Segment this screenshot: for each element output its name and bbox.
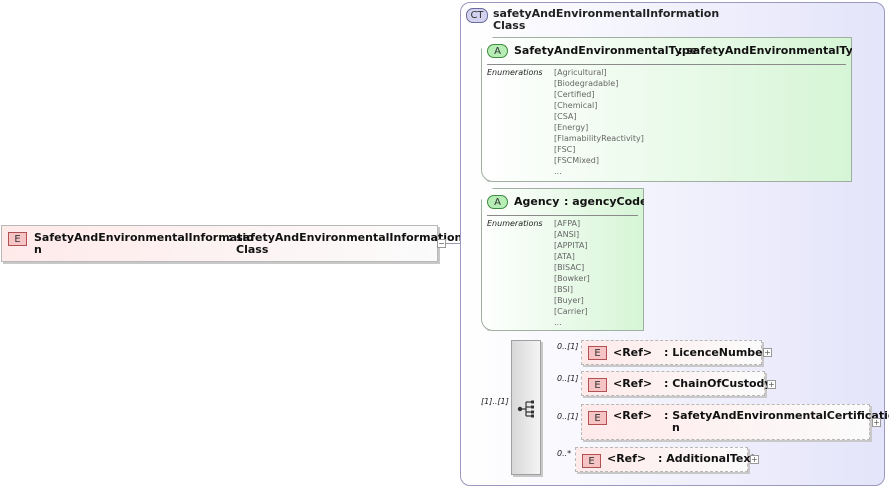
enum-value: [Agricultural] bbox=[554, 68, 607, 77]
element-name: : LicenceNumber bbox=[664, 346, 769, 359]
attribute-name: Agency bbox=[514, 195, 560, 208]
enum-value: [FlamabilityReactivity] bbox=[554, 134, 644, 143]
enum-value: [Carrier] bbox=[554, 307, 588, 316]
attribute-name: SafetyAndEnvironmentalType bbox=[514, 44, 698, 57]
enumerations-label: Enumerations bbox=[487, 68, 543, 77]
connector-root-to-ct bbox=[446, 243, 461, 244]
root-name-line1: SafetyAndEnvironmentalInformatio bbox=[34, 231, 254, 244]
complex-type-badge: CT bbox=[466, 8, 488, 23]
attribute-type: : safetyAndEnvironmentalType bbox=[678, 44, 869, 57]
sequence-compositor[interactable] bbox=[511, 340, 541, 475]
element-badge: E bbox=[582, 454, 601, 468]
child-cardinality: 0..[1] bbox=[557, 412, 579, 421]
element-badge: E bbox=[588, 378, 607, 392]
enum-value: [FSCMixed] bbox=[554, 156, 599, 165]
child-element-chain-of-custody[interactable]: E <Ref> : ChainOfCustody bbox=[581, 371, 772, 396]
enumeration-list: [AFPA] [ANSI] [APPITA] [ATA] [BISAC] [Bo… bbox=[554, 218, 590, 328]
child-cardinality: 0..[1] bbox=[557, 374, 579, 383]
element-name: : SafetyAndEnvironmentalCertificatio n bbox=[664, 410, 889, 434]
complex-type-title: safetyAndEnvironmentalInformation Class bbox=[493, 8, 719, 32]
root-element-type: : safetyAndEnvironmentalInformation Clas… bbox=[228, 232, 462, 256]
ref-label: <Ref> bbox=[607, 452, 647, 465]
expand-icon[interactable]: + bbox=[767, 380, 776, 389]
enumeration-list: [Agricultural] [Biodegradable] [Certifie… bbox=[554, 67, 644, 177]
element-name-line1: : SafetyAndEnvironmentalCertificatio bbox=[664, 409, 889, 422]
element-badge: E bbox=[8, 232, 27, 246]
attribute-divider bbox=[487, 215, 638, 216]
enumerations-label: Enumerations bbox=[487, 219, 543, 228]
child-element-safety-certification[interactable]: E <Ref> : SafetyAndEnvironmentalCertific… bbox=[581, 404, 889, 440]
expand-icon[interactable]: + bbox=[750, 455, 759, 464]
enum-value: [Chemical] bbox=[554, 101, 598, 110]
root-element-name: SafetyAndEnvironmentalInformatio n bbox=[34, 232, 254, 256]
expand-icon[interactable]: + bbox=[763, 348, 772, 357]
sequence-icon bbox=[517, 400, 534, 418]
ref-label: <Ref> bbox=[613, 377, 653, 390]
enum-value: [Energy] bbox=[554, 123, 589, 132]
attribute-type: : agencyCode bbox=[564, 195, 648, 208]
attribute-divider bbox=[487, 64, 846, 65]
enum-value: [AFPA] bbox=[554, 219, 581, 228]
collapse-icon[interactable]: − bbox=[437, 239, 446, 248]
enum-value: ... bbox=[554, 167, 562, 176]
enum-value: [APPITA] bbox=[554, 241, 588, 250]
element-name: : AdditionalText bbox=[658, 452, 756, 465]
enum-value: [CSA] bbox=[554, 112, 577, 121]
expand-icon[interactable]: + bbox=[872, 418, 881, 427]
root-type-line1: : safetyAndEnvironmentalInformation bbox=[228, 231, 463, 244]
attribute-badge: A bbox=[487, 195, 508, 209]
enum-value: [Bowker] bbox=[554, 274, 590, 283]
enum-value: [Certified] bbox=[554, 90, 595, 99]
sequence-cardinality: [1]..[1] bbox=[481, 397, 509, 406]
root-name-line2: n bbox=[34, 243, 42, 256]
element-badge: E bbox=[588, 411, 607, 425]
child-cardinality: 0..* bbox=[557, 449, 572, 458]
enum-value: [Biodegradable] bbox=[554, 79, 619, 88]
child-cardinality: 0..[1] bbox=[557, 342, 579, 351]
ct-title-line1: safetyAndEnvironmentalInformation bbox=[493, 7, 720, 20]
enum-value: [ANSI] bbox=[554, 230, 580, 239]
child-element-additional-text[interactable]: E <Ref> : AdditionalText bbox=[575, 447, 756, 472]
enum-value: ... bbox=[554, 318, 562, 327]
enum-value: [BISAC] bbox=[554, 263, 585, 272]
ref-label: <Ref> bbox=[613, 346, 653, 359]
ct-title-line2: Class bbox=[493, 19, 526, 32]
element-badge: E bbox=[588, 346, 607, 360]
root-element[interactable]: E SafetyAndEnvironmentalInformatio n : s… bbox=[1, 225, 462, 262]
attribute-safety-type[interactable]: A SafetyAndEnvironmentalType : safetyAnd… bbox=[481, 37, 852, 182]
ref-label: <Ref> bbox=[613, 409, 653, 422]
enum-value: [FSC] bbox=[554, 145, 576, 154]
attribute-agency[interactable]: A Agency : agencyCode Enumerations [AFPA… bbox=[481, 188, 644, 331]
attribute-badge: A bbox=[487, 44, 508, 58]
enum-value: [Buyer] bbox=[554, 296, 584, 305]
element-name-line2: n bbox=[672, 421, 680, 434]
element-name: : ChainOfCustody bbox=[664, 377, 772, 390]
root-type-line2: Class bbox=[236, 243, 269, 256]
enum-value: [ATA] bbox=[554, 252, 575, 261]
child-element-licence-number[interactable]: E <Ref> : LicenceNumber bbox=[581, 340, 768, 365]
enum-value: [BSI] bbox=[554, 285, 574, 294]
